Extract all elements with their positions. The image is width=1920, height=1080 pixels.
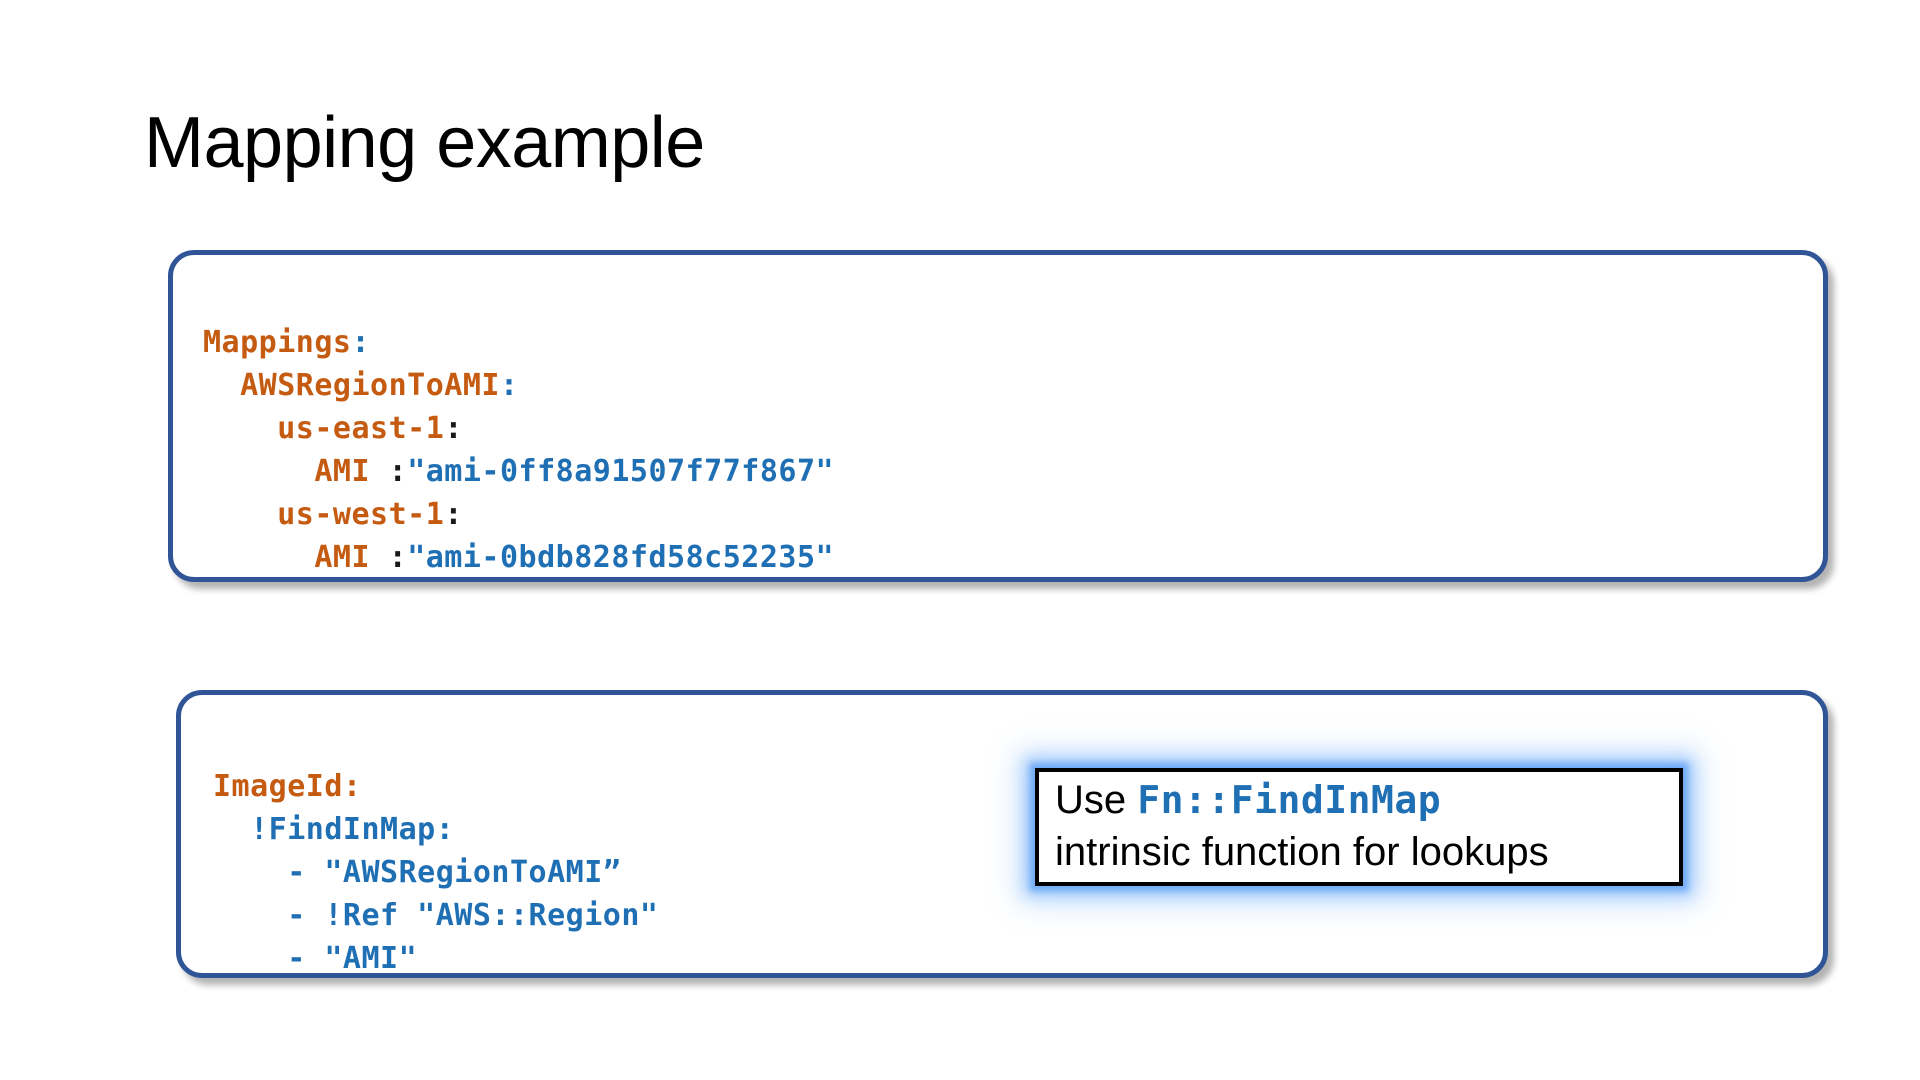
yaml-dash: - [287, 941, 325, 976]
code-line: Mappings: [203, 325, 370, 360]
yaml-colon: : [444, 497, 463, 532]
yaml-key: AMI [314, 540, 371, 575]
yaml-key: Mappings [203, 325, 352, 360]
code-line: AMI :"ami-0bdb828fd58c52235" [314, 540, 834, 575]
yaml-key: AMI [314, 454, 371, 489]
yaml-value: "AWSRegionToAMI” [324, 855, 622, 890]
yaml-colon: : [342, 769, 362, 804]
code-line: - "AWSRegionToAMI” [287, 855, 621, 890]
yaml-colon: : [444, 411, 463, 446]
yaml-dash: - [287, 898, 325, 933]
code-line: us-west-1: [277, 497, 463, 532]
yaml-colon: : [351, 325, 371, 360]
slide-title: Mapping example [144, 103, 705, 183]
yaml-colon: : [370, 540, 408, 575]
callout-prefix-text: Use [1055, 778, 1138, 822]
yaml-value: "ami-0ff8a91507f77f867" [407, 454, 835, 489]
yaml-value: !FindInMap: [250, 812, 455, 847]
yaml-key: us-west-1 [277, 497, 445, 532]
yaml-value: "ami-0bdb828fd58c52235" [407, 540, 835, 575]
yaml-key: AWSRegionToAMI [240, 368, 500, 403]
mappings-code-panel: Mappings: AWSRegionToAMI: us-east-1: AMI… [168, 250, 1828, 582]
yaml-key: ImageId [213, 769, 343, 804]
yaml-key: us-east-1 [277, 411, 445, 446]
yaml-value: "AMI" [324, 941, 418, 976]
yaml-dash: - [287, 855, 325, 890]
yaml-colon: : [500, 368, 519, 403]
code-line: - !Ref "AWS::Region" [287, 898, 658, 933]
callout-line-2: intrinsic function for lookups [1055, 830, 1549, 874]
yaml-value: !Ref "AWS::Region" [324, 898, 659, 933]
callout-line-1: Use Fn::FindInMap [1055, 774, 1665, 826]
code-line: - "AMI" [287, 941, 417, 976]
code-line: !FindInMap: [250, 812, 454, 847]
findinmap-callout: Use Fn::FindInMap intrinsic function for… [1035, 768, 1683, 886]
callout-function-name: Fn::FindInMap [1137, 778, 1442, 822]
code-line: us-east-1: [277, 411, 463, 446]
imageid-code-block: ImageId: !FindInMap: - "AWSRegionToAMI” … [213, 765, 658, 980]
code-line: ImageId: [213, 769, 362, 804]
code-line: AMI :"ami-0ff8a91507f77f867" [314, 454, 834, 489]
yaml-colon: : [370, 454, 408, 489]
code-line: AWSRegionToAMI: [240, 368, 518, 403]
mappings-code-block: Mappings: AWSRegionToAMI: us-east-1: AMI… [203, 321, 834, 579]
